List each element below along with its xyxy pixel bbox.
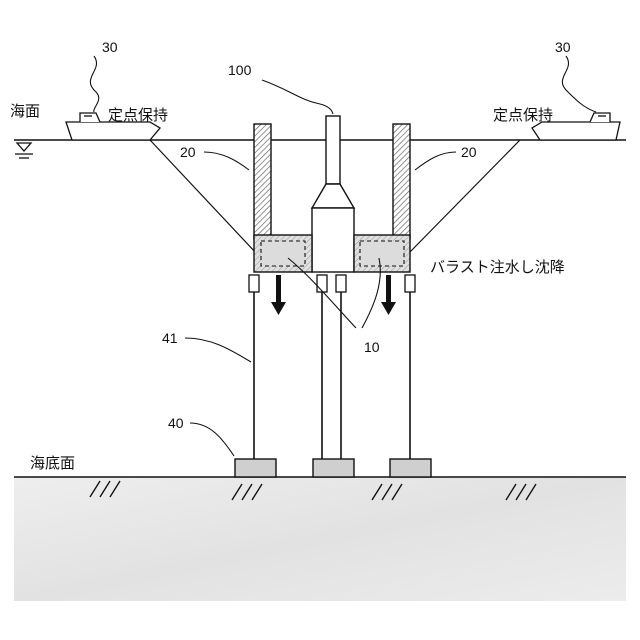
center-column-body [312,208,354,272]
seabed-area [14,477,626,601]
ref-number-foundation: 40 [168,415,184,431]
center-column-mast [326,116,340,184]
side-column-left [254,124,271,239]
water-level-marker-icon [15,143,33,158]
down-arrow-icon [381,275,396,315]
side-column-right [393,124,410,239]
ref-number-ship-right: 30 [555,39,571,55]
station-keeping-label-left: 定点保持 [108,106,168,124]
ballast-tank-right [360,241,404,266]
center-column-taper [312,184,354,208]
down-arrow-icon [271,275,286,315]
station-keeping-label-right: 定点保持 [493,106,553,124]
ref-number-column-right: 20 [461,144,477,160]
ref-number-column-left: 20 [180,144,196,160]
seabed-label: 海底面 [30,454,75,472]
mooring-line-left [150,140,256,253]
legs [254,292,410,459]
sea-surface-label: 海面 [10,102,40,120]
ref-number-center-column: 100 [228,62,252,78]
ballast-tank-left [261,241,305,266]
ref-number-ship-left: 30 [102,39,118,55]
foundations [235,459,431,477]
ballast-label: バラスト注水し沈降 [430,258,565,276]
ref-number-leg: 41 [162,330,178,346]
ref-number-pontoon: 10 [364,339,380,355]
